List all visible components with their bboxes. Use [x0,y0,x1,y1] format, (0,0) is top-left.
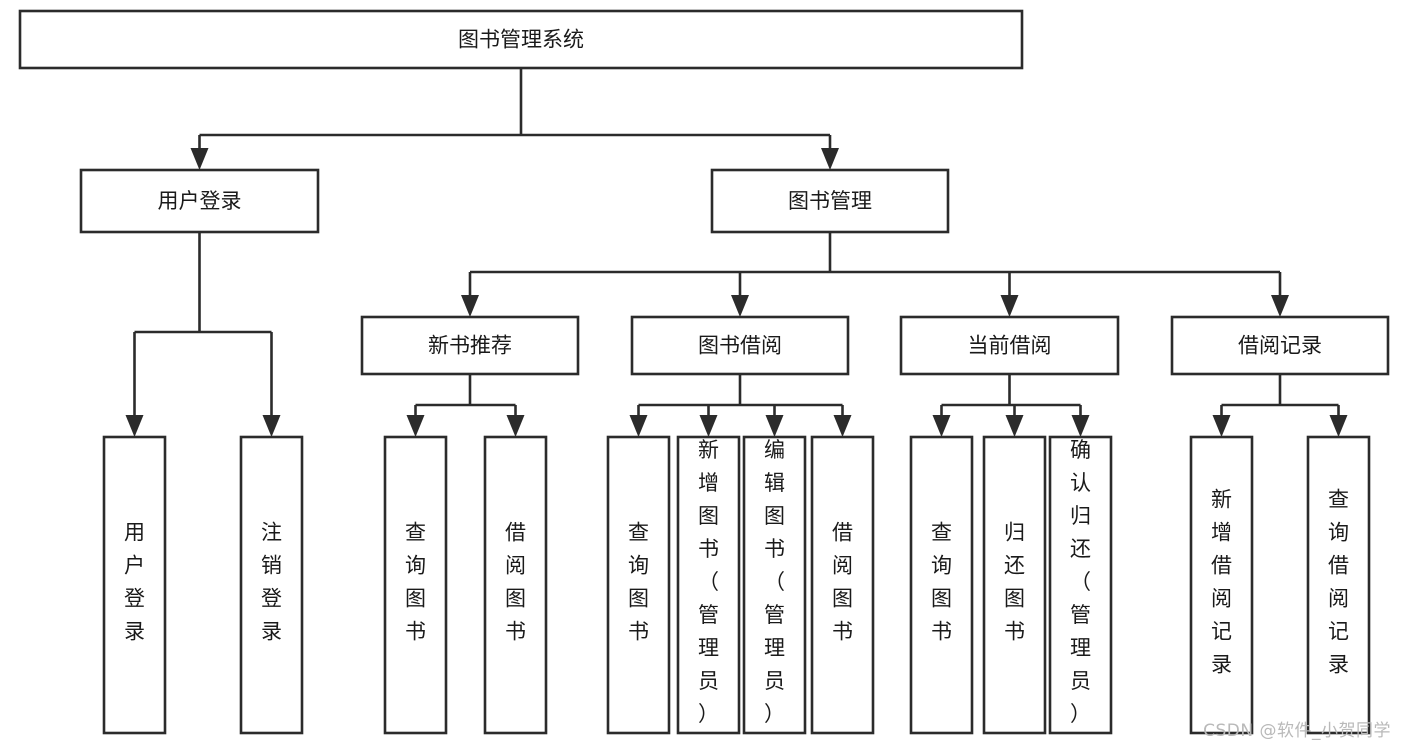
node-label-leaf-query-book-1: 查询图书 [405,521,426,644]
node-label-root: 图书管理系统 [458,28,584,52]
node-box-leaf-query-record[interactable] [1306,435,1371,735]
node-leaf-logout[interactable]: 注销登录 [239,435,304,735]
node-label-leaf-return-book: 归还图书 [1004,521,1025,644]
arrow-head-current-borrow [1000,295,1019,317]
node-box-leaf-confirm-return[interactable] [1048,435,1113,735]
node-new-book-rec[interactable]: 新书推荐 [360,315,580,376]
arrow-head-leaf-user-login [125,415,144,437]
arrow-head-leaf-query-book-2 [629,415,648,437]
node-label-leaf-add-record: 新增借阅记录 [1211,488,1232,677]
arrow-head-leaf-query-book-1 [406,415,425,437]
node-box-leaf-add-book[interactable] [676,435,741,735]
arrow-head-leaf-borrow-book-2 [833,415,852,437]
node-leaf-add-record[interactable]: 新增借阅记录 [1189,435,1254,735]
node-root[interactable]: 图书管理系统 [18,9,1024,70]
arrow-head-borrow-record [1271,295,1289,317]
node-book-borrow[interactable]: 图书借阅 [630,315,850,376]
node-label-leaf-edit-book: 编辑图书（管理员） [764,438,785,726]
node-box-leaf-borrow-book-1[interactable] [483,435,548,735]
arrow-head-book-borrow [731,295,749,317]
node-box-leaf-logout[interactable] [239,435,304,735]
arrow-head-leaf-edit-book [765,415,784,437]
node-box-leaf-query-book-3[interactable] [909,435,974,735]
node-box-leaf-user-login[interactable] [102,435,167,735]
node-user-login[interactable]: 用户登录 [79,168,320,234]
node-label-new-book-rec: 新书推荐 [428,334,512,358]
arrow-head-leaf-add-book [699,415,718,437]
node-label-leaf-borrow-book-2: 借阅图书 [832,521,853,644]
node-label-leaf-add-book: 新增图书（管理员） [698,438,719,726]
node-leaf-query-book-1[interactable]: 查询图书 [383,435,448,735]
node-label-user-login: 用户登录 [158,189,242,213]
arrow-head-leaf-query-record [1329,415,1348,437]
node-box-leaf-return-book[interactable] [982,435,1047,735]
node-label-borrow-record: 借阅记录 [1238,334,1322,358]
arrow-head-leaf-borrow-book-1 [506,415,525,437]
node-leaf-edit-book[interactable]: 编辑图书（管理员） [742,435,807,735]
node-leaf-query-book-3[interactable]: 查询图书 [909,435,974,735]
node-leaf-add-book[interactable]: 新增图书（管理员） [676,435,741,735]
node-label-book-borrow: 图书借阅 [698,334,782,358]
node-leaf-borrow-book-2[interactable]: 借阅图书 [810,435,875,735]
node-leaf-query-book-2[interactable]: 查询图书 [606,435,671,735]
node-box-leaf-query-book-1[interactable] [383,435,448,735]
arrow-head-book-manage [821,148,839,170]
node-box-leaf-edit-book[interactable] [742,435,807,735]
node-current-borrow[interactable]: 当前借阅 [899,315,1120,376]
node-layer: 图书管理系统用户登录图书管理新书推荐图书借阅当前借阅借阅记录用户登录注销登录查询… [18,9,1390,735]
node-label-leaf-query-book-2: 查询图书 [628,521,649,644]
arrow-head-leaf-confirm-return [1071,415,1090,437]
node-label-current-borrow: 当前借阅 [968,334,1052,358]
arrow-head-leaf-add-record [1212,415,1231,437]
arrow-head-user-login [190,148,209,170]
node-box-book-borrow[interactable] [630,315,850,376]
node-label-leaf-query-record: 查询借阅记录 [1328,488,1349,677]
node-box-borrow-record[interactable] [1170,315,1390,376]
node-label-leaf-borrow-book-1: 借阅图书 [505,521,526,644]
node-leaf-query-record[interactable]: 查询借阅记录 [1306,435,1371,735]
node-leaf-return-book[interactable]: 归还图书 [982,435,1047,735]
node-box-new-book-rec[interactable] [360,315,580,376]
node-box-root[interactable] [18,9,1024,70]
connector-layer [125,68,1348,437]
node-book-manage[interactable]: 图书管理 [710,168,950,234]
node-label-leaf-user-login: 用户登录 [124,521,145,644]
arrow-head-leaf-return-book [1005,415,1024,437]
node-box-current-borrow[interactable] [899,315,1120,376]
node-leaf-borrow-book-1[interactable]: 借阅图书 [483,435,548,735]
node-leaf-user-login[interactable]: 用户登录 [102,435,167,735]
arrow-head-leaf-logout [262,415,281,437]
node-box-user-login[interactable] [79,168,320,234]
node-box-leaf-add-record[interactable] [1189,435,1254,735]
node-label-leaf-logout: 注销登录 [261,521,282,644]
node-leaf-confirm-return[interactable]: 确认归还（管理员） [1048,435,1113,735]
node-label-leaf-query-book-3: 查询图书 [931,521,952,644]
node-borrow-record[interactable]: 借阅记录 [1170,315,1390,376]
node-box-book-manage[interactable] [710,168,950,234]
watermark-text: CSDN @软件_小贺同学 [1203,721,1391,741]
node-label-book-manage: 图书管理 [788,189,872,213]
node-box-leaf-query-book-2[interactable] [606,435,671,735]
arrow-head-leaf-query-book-3 [932,415,951,437]
arrow-head-new-book-rec [461,295,479,317]
node-box-leaf-borrow-book-2[interactable] [810,435,875,735]
node-label-leaf-confirm-return: 确认归还（管理员） [1070,438,1091,726]
